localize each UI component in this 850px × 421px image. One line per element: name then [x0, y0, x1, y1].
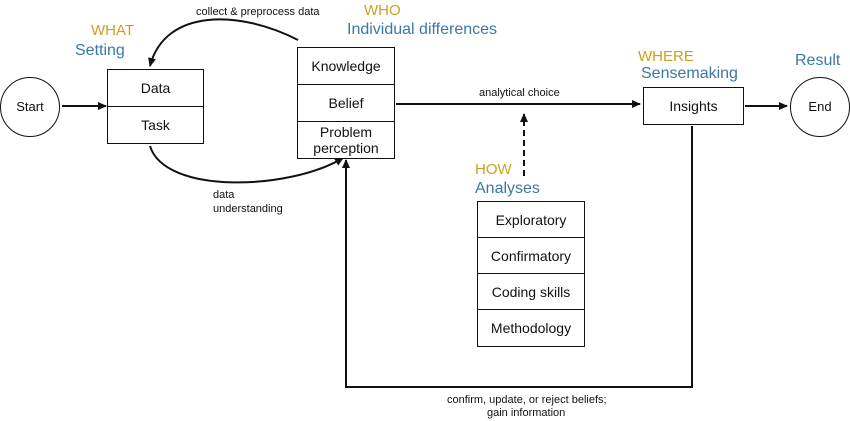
- belief-box: Belief: [297, 84, 395, 122]
- task-label: Task: [141, 117, 170, 133]
- individual-differences-header: Individual differences: [347, 21, 498, 38]
- sensemaking-header: Sensemaking: [641, 65, 738, 82]
- confirmatory-box: Confirmatory: [477, 237, 585, 274]
- task-box: Task: [107, 106, 204, 144]
- end-label: End: [808, 99, 832, 114]
- how-header: HOW: [475, 161, 512, 178]
- problem-label-line2: perception: [313, 140, 379, 156]
- arrow-feedback-loop: [342, 126, 693, 388]
- where-header: WHERE: [638, 48, 694, 65]
- start-label: Start: [16, 99, 44, 114]
- coding-skills-box: Coding skills: [477, 273, 585, 310]
- what-header: WHAT: [91, 22, 135, 39]
- methodology-label: Methodology: [490, 320, 572, 336]
- arrow-data-understanding: [149, 145, 344, 184]
- data-understanding-label-1: data: [213, 189, 235, 201]
- analyses-header: Analyses: [475, 180, 540, 197]
- problem-perception-box: Problem perception: [297, 121, 395, 159]
- data-label: Data: [140, 80, 171, 96]
- who-header: WHO: [364, 2, 401, 19]
- end-node: End: [790, 77, 850, 137]
- confirmatory-label: Confirmatory: [490, 247, 572, 264]
- result-header: Result: [795, 52, 841, 69]
- start-node: Start: [0, 77, 60, 137]
- collect-preprocess-label: collect & preprocess data: [196, 6, 320, 18]
- knowledge-box: Knowledge: [297, 47, 395, 85]
- methodology-box: Methodology: [477, 309, 585, 347]
- exploratory-label: Exploratory: [495, 211, 567, 228]
- setting-header: Setting: [75, 42, 125, 59]
- data-box: Data: [107, 69, 204, 107]
- exploratory-box: Exploratory: [477, 201, 585, 238]
- insights-label: Insights: [669, 98, 718, 114]
- coding-skills-label: Coding skills: [491, 283, 571, 300]
- problem-label-line1: Problem: [319, 124, 373, 140]
- feedback-label-1: confirm, update, or reject beliefs;: [447, 394, 607, 406]
- feedback-label-2: gain information: [487, 407, 566, 419]
- analytical-choice-label: analytical choice: [479, 87, 560, 99]
- arrow-collect-preprocess: [148, 18, 299, 67]
- knowledge-label: Knowledge: [311, 58, 381, 74]
- insights-box: Insights: [643, 87, 744, 125]
- belief-label: Belief: [328, 95, 364, 111]
- data-understanding-label-2: understanding: [213, 203, 283, 215]
